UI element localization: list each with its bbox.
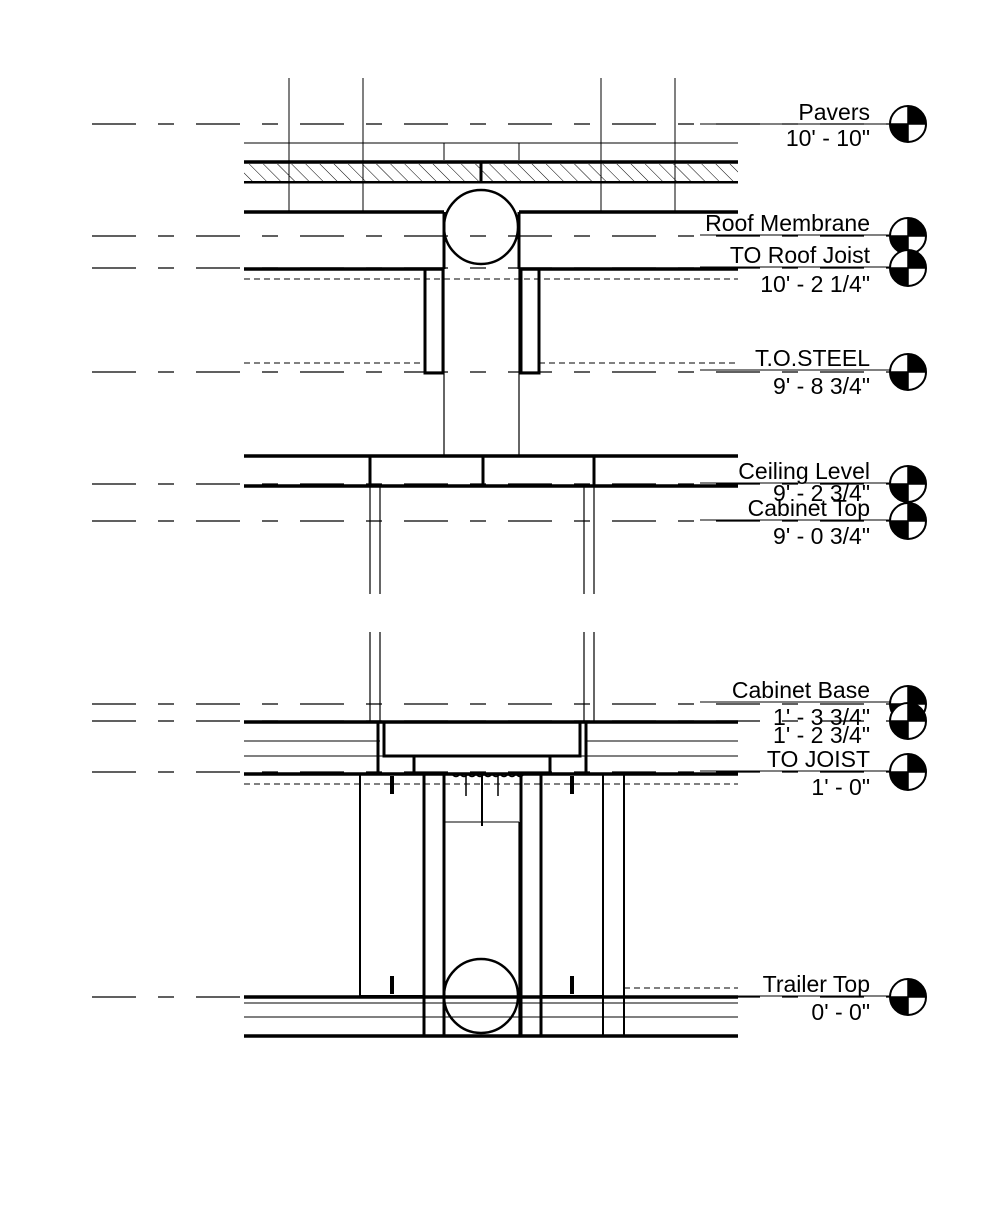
level-cabinet-base-2: 1' - 2 3/4" bbox=[773, 702, 927, 748]
level-datum-icon bbox=[889, 353, 927, 391]
level-datum-icon bbox=[889, 502, 927, 540]
level-datum-icon bbox=[889, 465, 927, 503]
paver-hatch bbox=[244, 164, 738, 182]
level-elevation: 9' - 0 3/4" bbox=[773, 523, 870, 549]
level-name: Ceiling Level bbox=[738, 458, 870, 484]
level-elevation: 9' - 2 3/4" bbox=[773, 480, 870, 506]
upper-assembly bbox=[244, 78, 738, 594]
level-elevation: 1' - 2 3/4" bbox=[773, 722, 870, 748]
level-datum-lines bbox=[92, 123, 915, 998]
level-elevation: 9' - 8 3/4" bbox=[773, 373, 870, 399]
level-datum-icon bbox=[889, 753, 927, 791]
level-elevation: 10' - 2 1/4" bbox=[760, 271, 870, 297]
level-name: TO JOIST bbox=[767, 746, 870, 772]
level-name: TO Roof Joist bbox=[730, 242, 871, 268]
level-elevation: 1' - 0" bbox=[811, 774, 870, 800]
level-name: Cabinet Top bbox=[748, 495, 870, 521]
level-datum-icon bbox=[889, 702, 927, 740]
level-elevation: 10' - 10" bbox=[786, 125, 870, 151]
level-to-roof-joist: TO Roof Joist 10' - 2 1/4" bbox=[700, 242, 927, 297]
level-name: Roof Membrane bbox=[705, 210, 870, 236]
level-datum-icon bbox=[889, 105, 927, 143]
level-datum-icon bbox=[889, 217, 927, 255]
level-name: Cabinet Base bbox=[732, 677, 870, 703]
level-elevation: 1' - 3 3/4" bbox=[773, 704, 870, 730]
upper-pipe bbox=[442, 188, 520, 266]
level-name: T.O.STEEL bbox=[755, 345, 870, 371]
level-name: Trailer Top bbox=[763, 971, 870, 997]
level-roof-membrane: Roof Membrane bbox=[700, 210, 927, 255]
level-datum-icon bbox=[889, 249, 927, 287]
level-name: Pavers bbox=[798, 99, 870, 125]
lower-assembly bbox=[244, 632, 738, 1038]
level-datum-icon bbox=[889, 978, 927, 1016]
level-elevation: 0' - 0" bbox=[811, 999, 870, 1025]
